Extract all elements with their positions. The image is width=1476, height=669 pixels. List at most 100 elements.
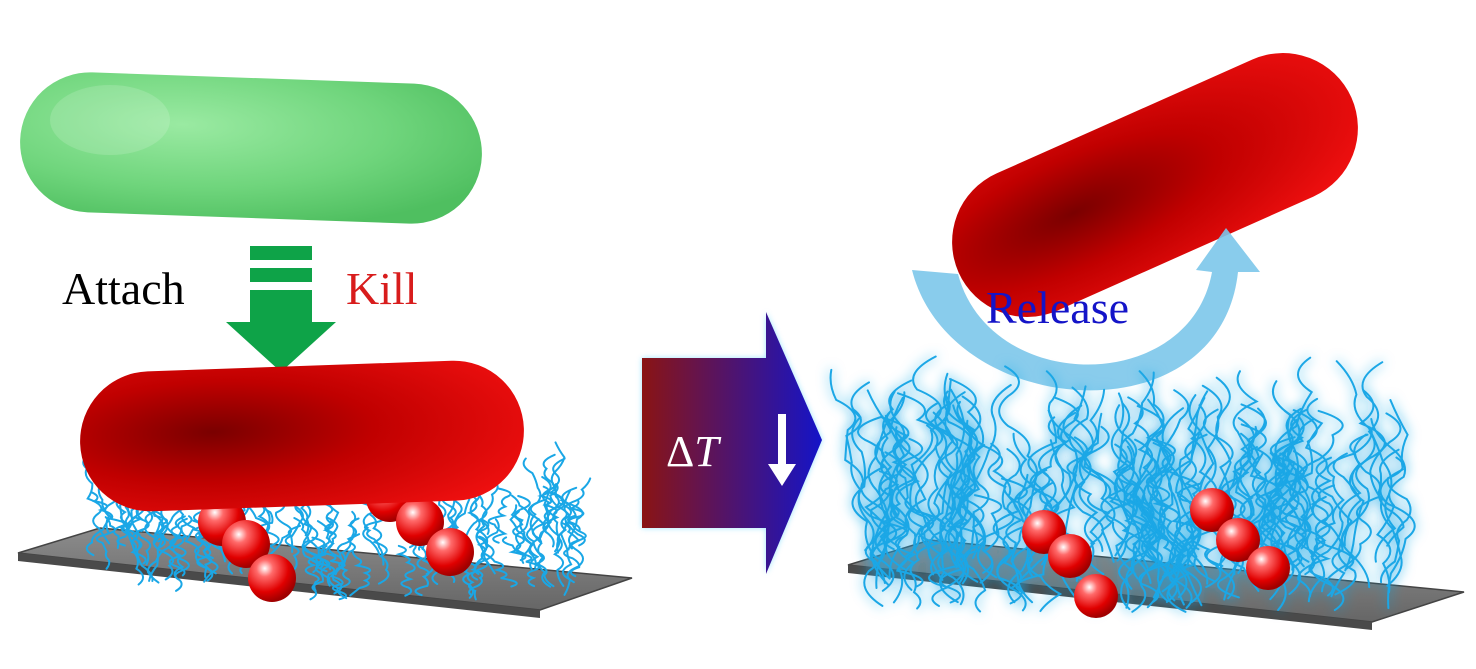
polymer-strand <box>1321 448 1400 593</box>
polymer-strand <box>1311 456 1346 598</box>
polymer-strand <box>1344 361 1384 572</box>
release-label: Release <box>986 282 1129 333</box>
polymer-strand <box>469 483 495 576</box>
polymer-strand <box>937 444 986 606</box>
polymer-strand <box>1045 370 1116 563</box>
polymer-strand <box>962 384 1012 584</box>
polymer-strand <box>368 499 390 585</box>
right-nanoparticles <box>1022 488 1290 618</box>
polymer-strand <box>955 400 990 569</box>
polymer-strand <box>1112 443 1154 609</box>
polymer-strand <box>1141 455 1187 613</box>
polymer-strand <box>1166 433 1200 609</box>
polymer-strand <box>293 517 336 587</box>
polymer-strand <box>928 492 962 604</box>
polymer-strand <box>1143 389 1190 568</box>
released-dead-bacterium <box>952 53 1358 317</box>
polymer-strand <box>1149 442 1191 602</box>
polymer-strand <box>487 487 512 544</box>
polymer-strand <box>869 451 908 584</box>
polymer-strand <box>563 477 592 547</box>
polymer-strand <box>304 538 324 592</box>
polymer-strand <box>1138 492 1175 604</box>
polymer-strand <box>829 368 875 552</box>
polymer-strand <box>896 437 931 558</box>
temperature-down-indicator <box>768 414 796 486</box>
polymer-strand <box>920 378 963 581</box>
delta-symbol: Δ <box>666 427 694 476</box>
polymer-strand <box>867 391 906 589</box>
polymer-strand <box>1258 407 1303 569</box>
polymer-strand <box>1269 436 1310 563</box>
attach-label: Attach <box>62 263 185 314</box>
release-curved-arrow <box>912 228 1260 391</box>
svg-text:ΔT: ΔT <box>666 427 722 476</box>
polymer-strand <box>192 519 217 575</box>
polymer-strand <box>897 392 966 554</box>
polymer-strand <box>1110 392 1188 599</box>
polymer-strand <box>1304 397 1353 547</box>
polymer-strand <box>1332 452 1362 596</box>
polymer-strand <box>1068 386 1104 576</box>
polymer-strand <box>529 498 552 588</box>
polymer-strand <box>310 520 331 573</box>
polymer-strand <box>95 516 116 570</box>
polymer-strand <box>395 544 416 597</box>
polymer-strand <box>1080 425 1149 569</box>
polymer-strand <box>164 524 190 592</box>
polymer-strand <box>889 424 939 591</box>
polymer-strand <box>943 390 981 588</box>
polymer-strand <box>912 355 954 556</box>
polymer-strand <box>311 536 348 600</box>
polymer-strand <box>1294 468 1331 576</box>
polymer-strand <box>1315 429 1373 571</box>
polymer-strand <box>860 396 904 607</box>
polymer-strand <box>501 536 540 588</box>
left-nanoparticles <box>198 474 474 602</box>
polymer-strand <box>1296 409 1344 558</box>
kill-label: Kill <box>346 263 418 314</box>
polymer-strand <box>1253 356 1314 565</box>
polymer-strand <box>1145 469 1171 578</box>
polymer-strand <box>944 388 966 585</box>
polymer-strand <box>1134 438 1165 609</box>
polymer-strand <box>1227 451 1280 592</box>
polymer-strand <box>949 378 998 579</box>
polymer-strand <box>1128 447 1152 584</box>
polymer-strand <box>982 442 1015 574</box>
temperature-decrease-arrow <box>642 312 822 574</box>
polymer-strand <box>1136 405 1198 593</box>
polymer-strand <box>1265 452 1310 576</box>
attached-dead-bacterium <box>80 360 524 512</box>
polymer-strand <box>332 510 358 595</box>
temperature-symbol: T <box>694 427 722 476</box>
polymer-strand <box>1126 396 1160 555</box>
polymer-strand <box>475 477 499 575</box>
polymer-strand <box>1105 445 1133 562</box>
polymer-strand <box>462 518 500 599</box>
polymer-strand <box>175 500 214 582</box>
polymer-strand <box>1379 399 1416 610</box>
polymer-strand <box>1152 467 1202 575</box>
polymer-strand <box>560 521 581 578</box>
polymer-strand <box>337 533 361 590</box>
polymer-strand <box>514 495 540 570</box>
polymer-strand <box>907 509 941 610</box>
polymer-strand <box>567 499 587 550</box>
polymer-strand <box>146 517 188 584</box>
live-bacterium <box>20 72 482 224</box>
polymer-strand <box>168 515 186 577</box>
polymer-strand <box>1178 396 1209 585</box>
polymer-strand <box>1369 412 1403 587</box>
polymer-strand <box>1007 409 1058 604</box>
polymer-strand <box>857 415 892 558</box>
polymer-strand <box>363 512 387 566</box>
attach-down-arrow <box>226 246 336 372</box>
polymer-strand <box>945 391 973 572</box>
polymer-strand <box>508 510 527 562</box>
polymer-strand <box>996 473 1029 612</box>
polymer-strand <box>1083 412 1148 590</box>
polymer-strand <box>408 539 430 597</box>
polymer-strand <box>1001 477 1034 604</box>
polymer-strand <box>349 549 372 597</box>
